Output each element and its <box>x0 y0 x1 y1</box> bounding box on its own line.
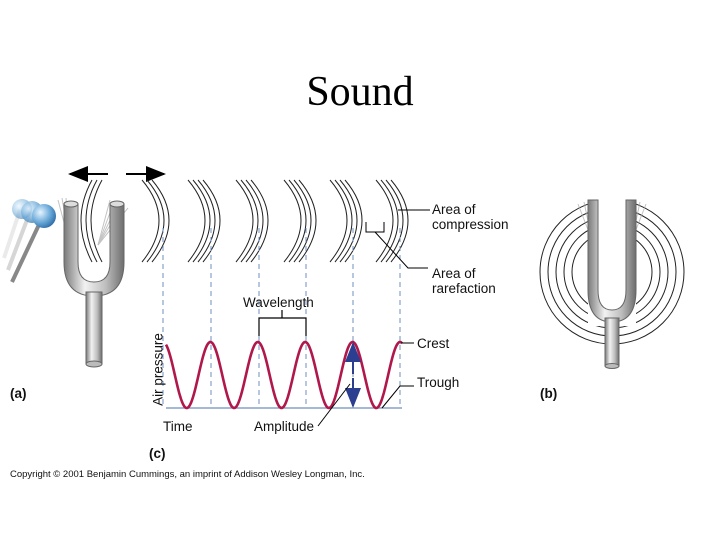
leader-lines <box>365 209 430 409</box>
slide-title: Sound <box>306 69 414 115</box>
label-time: Time <box>163 419 193 434</box>
pressure-wave <box>164 340 403 410</box>
tuning-fork-a <box>63 200 125 368</box>
mallet <box>2 199 56 283</box>
label-panel-c: (c) <box>149 446 166 461</box>
label-panel-a: (a) <box>10 386 27 401</box>
wavelength-bracket <box>258 310 307 336</box>
label-compression: Area of compression <box>432 202 509 232</box>
label-amplitude: Amplitude <box>254 419 315 434</box>
label-air-pressure: Air pressure <box>150 333 166 406</box>
label-wavelength: Wavelength <box>243 295 314 310</box>
label-panel-b: (b) <box>540 386 558 401</box>
amplitude-arrow <box>317 342 361 427</box>
label-trough: Trough <box>417 375 460 390</box>
copyright-notice: Copyright © 2001 Benjamin Cummings, an i… <box>10 469 365 480</box>
tuning-fork-b <box>587 196 637 369</box>
wavefronts <box>80 179 409 263</box>
label-rarefaction: Area of rarefaction <box>432 266 496 296</box>
label-crest: Crest <box>417 336 450 351</box>
